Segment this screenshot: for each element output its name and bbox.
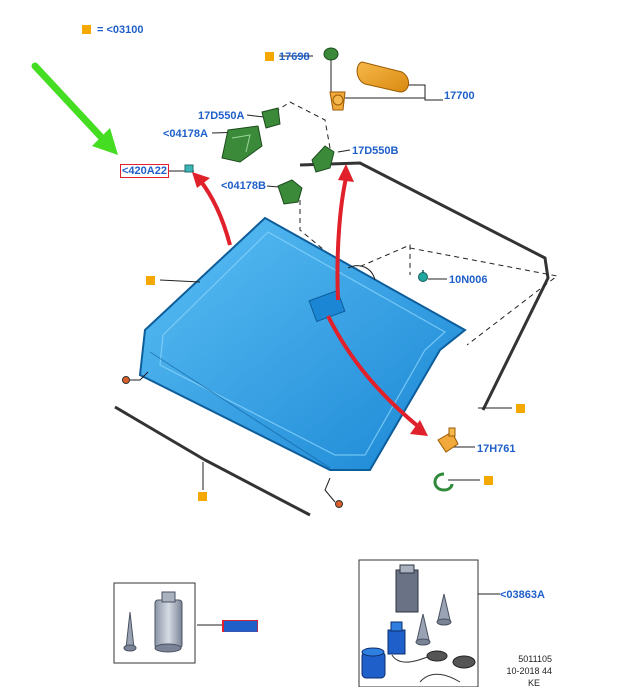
label-redacted[interactable]: ██████ [222,620,259,632]
label-10n006[interactable]: 10N006 [449,274,488,286]
footer-date: 10-2018 44 [506,666,552,676]
rear-view-mirror [329,61,409,111]
bracket-17d550b [311,145,335,173]
retainer-clip-green [433,472,454,492]
label-17698[interactable]: 17698 [279,51,310,63]
label-420a22[interactable]: <420A22 [120,164,169,178]
bracket-04178a [221,125,263,163]
header-reference: = <03100 [97,24,144,36]
primer-kit-box [358,559,479,687]
marker-17698 [265,52,274,61]
marker-header [82,25,91,34]
mirror-button-17698 [323,47,339,61]
label-17d550a[interactable]: 17D550A [198,110,245,122]
lower-seal-strip [114,405,311,517]
adhesive-kit-box [113,582,196,664]
clip-420a22 [184,164,194,173]
sensor-wires [128,265,376,503]
bracket-04178b [277,179,303,205]
marker-seal-right [516,404,525,413]
red-arrows [198,177,422,430]
upper-seal-strip [299,161,550,411]
windshield-glass [138,216,467,471]
sensor-17h761 [437,427,459,453]
green-pointer-arrow [31,62,118,155]
marker-seal-lower [198,492,207,501]
bracket-17d550a [261,107,281,129]
label-17700[interactable]: 17700 [444,90,475,102]
wire-connectors [122,376,343,508]
label-17h761[interactable]: 17H761 [477,443,516,455]
label-04178b[interactable]: <04178B [221,180,266,192]
marker-glass [146,276,155,285]
label-04178a[interactable]: <04178A [163,128,208,140]
label-17d550b[interactable]: 17D550B [352,145,399,157]
marker-clip [484,476,493,485]
footer-code: 5011105 [518,654,552,664]
red-arrow-heads [192,164,428,436]
footer-suffix: KE [527,678,540,688]
label-03863a[interactable]: <03863A [500,589,545,601]
clip-10n006 [418,270,428,282]
